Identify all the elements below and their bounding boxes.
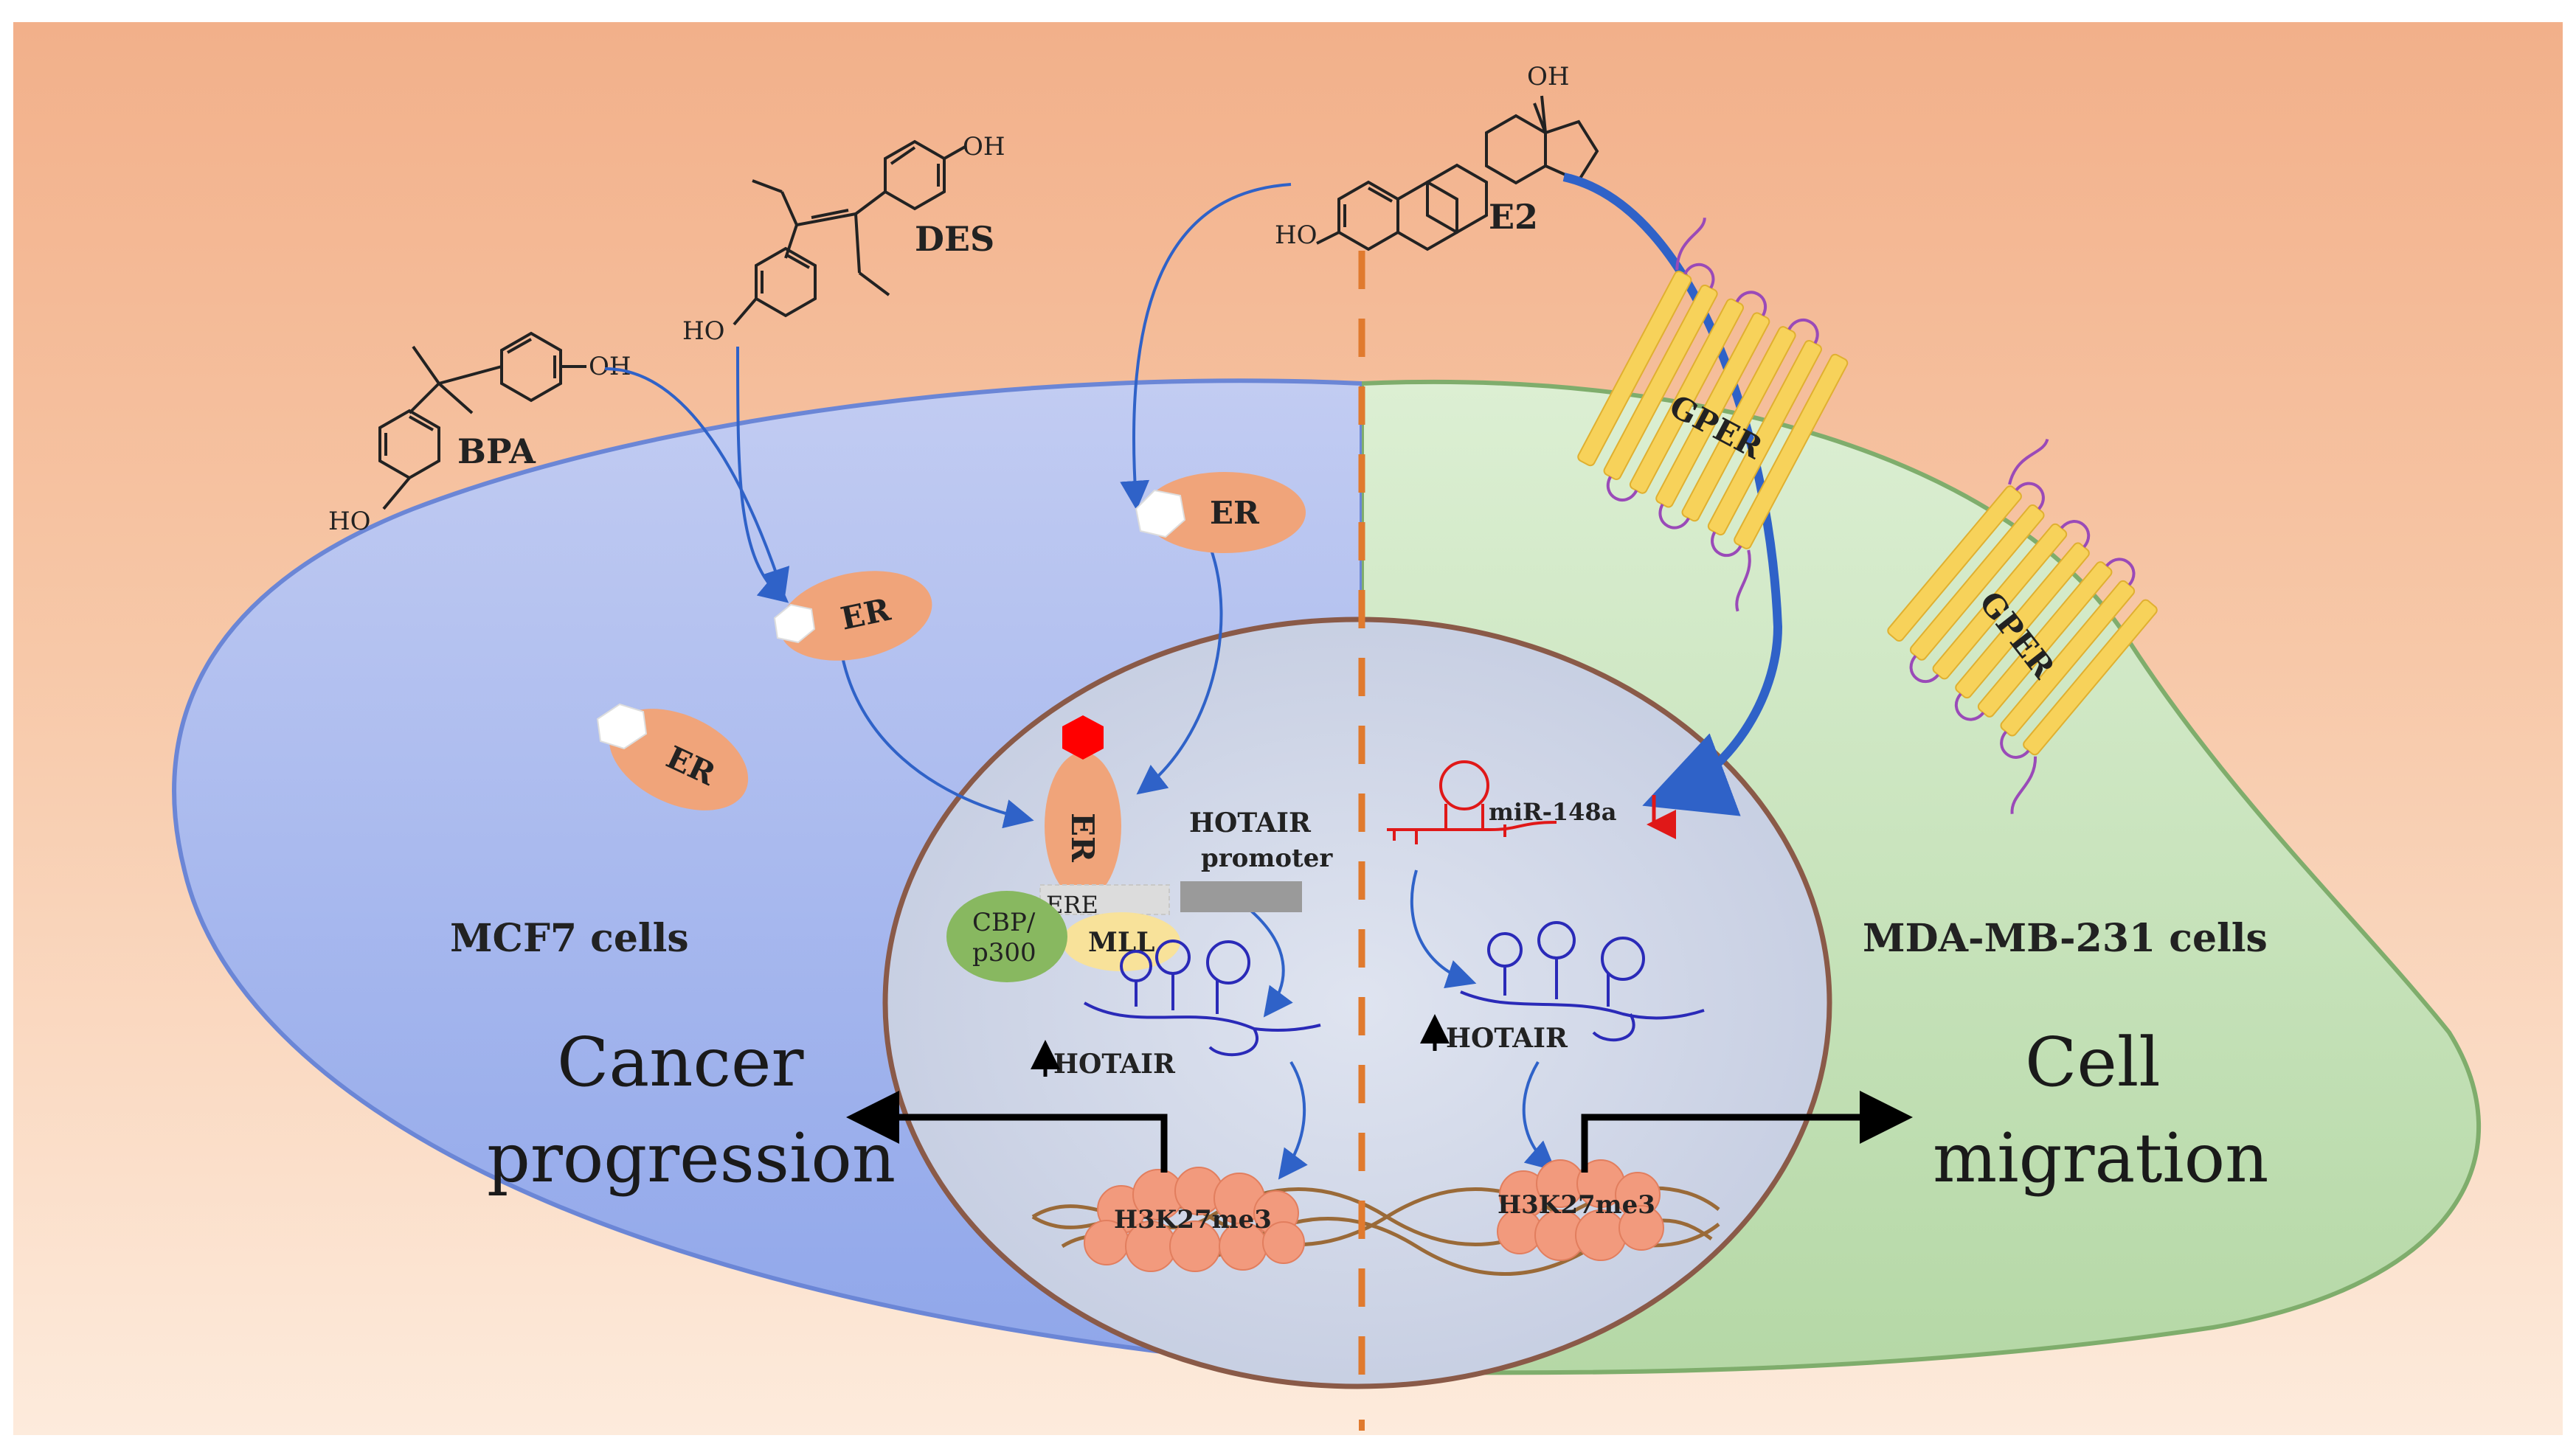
hotair-label-left: HOTAIR xyxy=(1053,1049,1176,1080)
cbp-line1: CBP/ xyxy=(972,908,1036,937)
er-label-nuclear: ER xyxy=(1064,813,1101,863)
mir-148a xyxy=(1387,760,1557,844)
mll-complex xyxy=(1062,912,1180,971)
e2-oh: OH xyxy=(1527,62,1570,91)
des-oh: OH xyxy=(963,132,1005,162)
hotair-promoter-line1: HOTAIR xyxy=(1189,808,1312,838)
cbp-line2: p300 xyxy=(972,938,1036,968)
hotair-promoter-line2: promoter xyxy=(1201,844,1333,873)
hotair-to-h3k27-left-arrow xyxy=(1278,1060,1308,1180)
des-to-er-arrow xyxy=(736,346,789,603)
bpa-oh: OH xyxy=(589,352,631,381)
er-right-to-nucleus-arrow xyxy=(1136,545,1223,795)
hotair-rna-left xyxy=(1084,940,1321,1057)
outcome-left-line1: Cancer xyxy=(557,1023,803,1102)
er-receptor-e2: ER xyxy=(1135,472,1306,553)
gper-receptor-2 xyxy=(1887,438,2158,814)
er-receptor-bpa: ER xyxy=(773,571,932,661)
hotair-label-right: HOTAIR xyxy=(1446,1023,1568,1054)
er-receptor-unbound: ER xyxy=(596,703,749,810)
bpa-to-er-arrow xyxy=(604,367,790,599)
mda-label: MDA-MB-231 cells xyxy=(1863,916,2268,961)
hotair-rna-right xyxy=(1460,921,1705,1042)
mir-to-hotair-arrow xyxy=(1410,869,1477,989)
nucleosomes-right xyxy=(1497,1159,1664,1261)
hotair-promoter-box xyxy=(1180,881,1302,912)
hotair-to-h3k27-right-arrow xyxy=(1522,1060,1557,1171)
bpa-ho: HO xyxy=(328,507,371,536)
er-label-e2: ER xyxy=(1210,495,1260,531)
e2-label: E2 xyxy=(1489,197,1538,237)
er-receptor-nuclear: ER xyxy=(1045,715,1121,900)
cbp-p300-complex xyxy=(946,891,1067,982)
nucleosomes-left xyxy=(1084,1167,1305,1272)
e2-to-er-arrow xyxy=(1120,183,1292,510)
outcome-right-line1: Cell xyxy=(2025,1023,2161,1102)
bpa-label: BPA xyxy=(457,431,536,471)
e2-ho: HO xyxy=(1275,220,1318,250)
e2-structure xyxy=(1316,95,1599,251)
mir-label: miR-148a xyxy=(1489,798,1616,826)
des-ho: HO xyxy=(682,316,725,346)
outcome-left-line2: progression xyxy=(487,1119,896,1198)
nucleus xyxy=(882,617,1832,1389)
mcf7-label: MCF7 cells xyxy=(450,916,689,961)
cell-migration-arrow xyxy=(1581,1091,1913,1173)
des-structure xyxy=(733,139,967,326)
gper-receptor-1 xyxy=(1577,218,1849,612)
outcome-right-line2: migration xyxy=(1933,1119,2268,1198)
h3k27me3-left: H3K27me3 xyxy=(1114,1205,1272,1235)
des-label: DES xyxy=(915,219,994,259)
cancer-progression-arrow xyxy=(846,1091,1168,1173)
e2-to-mir-arrow xyxy=(1562,173,1783,816)
h3k27me3-right: H3K27me3 xyxy=(1498,1190,1655,1220)
promoter-to-hotair-arrow xyxy=(1245,906,1293,1018)
bpa-structure xyxy=(378,331,586,510)
er-to-nucleus-arrow xyxy=(839,648,1034,829)
